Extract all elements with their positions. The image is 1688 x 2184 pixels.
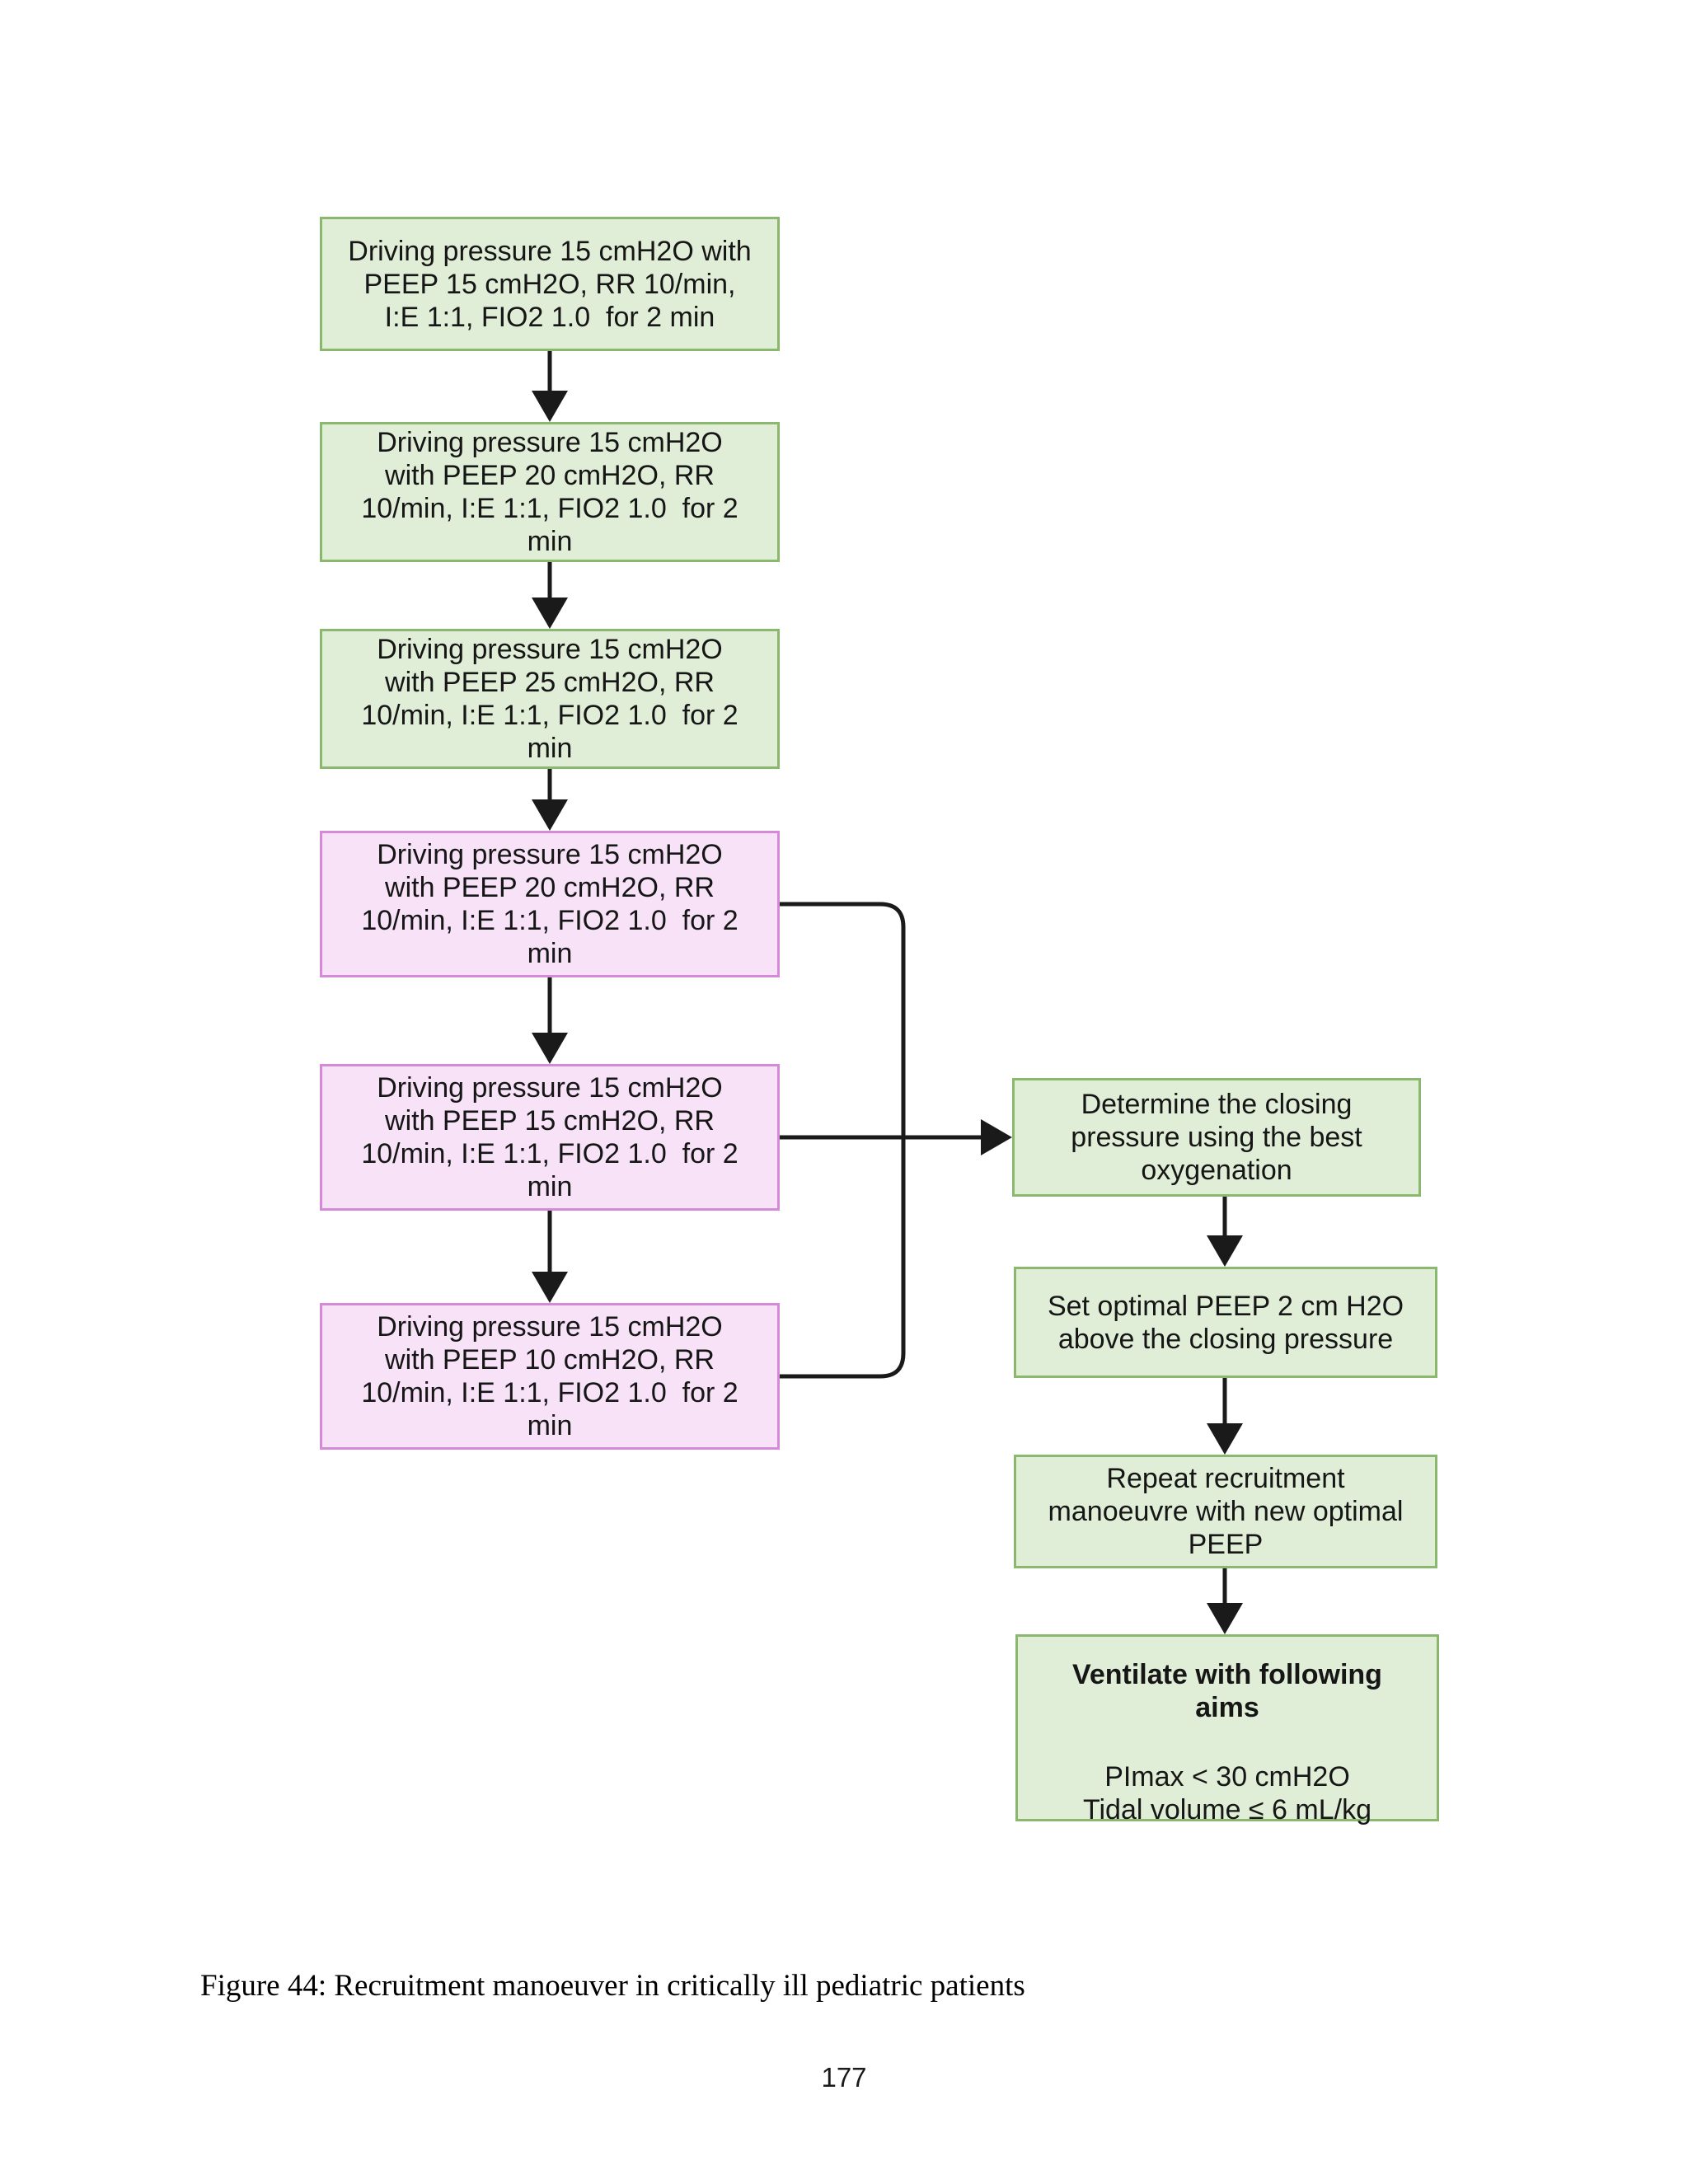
page-number: 177 <box>821 2062 867 2093</box>
box-set-optimal-peep: Set optimal PEEP 2 cm H2O above the clos… <box>1014 1267 1437 1378</box>
arrowhead-r2-r3 <box>1207 1423 1243 1455</box>
arrowhead-r3-r4 <box>1207 1603 1243 1634</box>
box-repeat-recruitment: Repeat recruitment manoeuvre with new op… <box>1014 1455 1437 1568</box>
box-decrement-step-peep10: Driving pressure 15 cmH2O with PEEP 10 c… <box>320 1303 780 1450</box>
ventilate-aims-title: Ventilate with following aims <box>1072 1659 1382 1723</box>
box-recruitment-step-peep15: Driving pressure 15 cmH2O with PEEP 15 c… <box>320 217 780 351</box>
figure-caption: Figure 44: Recruitment manoeuver in crit… <box>200 1969 1025 2003</box>
arrowhead-b2-b3 <box>532 598 568 629</box>
arrowhead-b5-b6 <box>532 1272 568 1303</box>
box-recruitment-step-peep20: Driving pressure 15 cmH2O with PEEP 20 c… <box>320 422 780 562</box>
arrowhead-junction-r1 <box>981 1119 1012 1155</box>
connector-b6-junction <box>780 1137 906 1379</box>
box-decrement-step-peep15: Driving pressure 15 cmH2O with PEEP 15 c… <box>320 1064 780 1211</box>
arrowhead-r1-r2 <box>1207 1235 1243 1267</box>
arrowhead-b1-b2 <box>532 391 568 422</box>
box-determine-closing-pressure: Determine the closing pressure using the… <box>1012 1078 1421 1197</box>
connector-b4-junction <box>780 902 906 1137</box>
ventilate-aims-body: PImax < 30 cmH2O Tidal volume ≤ 6 mL/kg <box>1083 1761 1372 1825</box>
arrowhead-b4-b5 <box>532 1033 568 1064</box>
arrowhead-b3-b4 <box>532 799 568 831</box>
box-recruitment-step-peep25: Driving pressure 15 cmH2O with PEEP 25 c… <box>320 629 780 769</box>
box-decrement-step-peep20: Driving pressure 15 cmH2O with PEEP 20 c… <box>320 831 780 977</box>
box-ventilate-aims: Ventilate with following aims PImax < 30… <box>1015 1634 1439 1825</box>
